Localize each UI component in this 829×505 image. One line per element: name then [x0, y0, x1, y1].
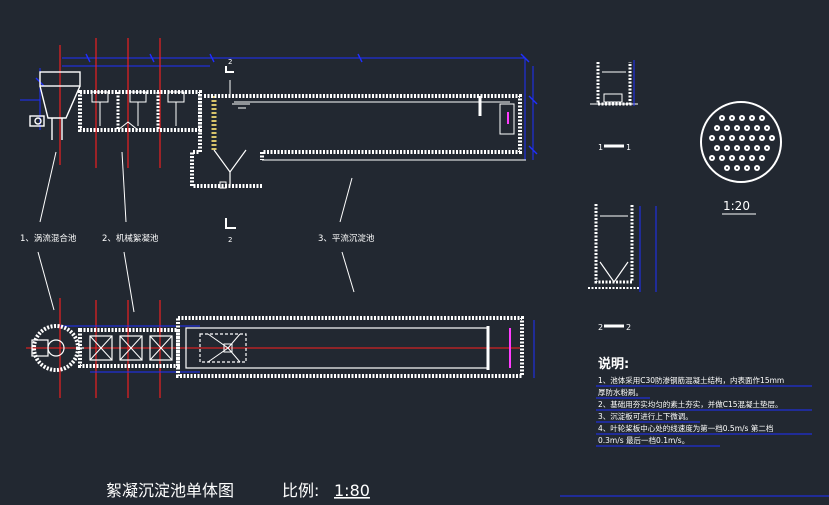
- perforated-plate-outline: [700, 101, 782, 183]
- perforation-hole-center: [731, 117, 733, 119]
- section-mark-1-left: 1: [598, 143, 603, 152]
- perforation-hole-center: [736, 127, 738, 129]
- perforation-hole-center: [741, 157, 743, 159]
- detail-section-1: [590, 60, 638, 106]
- perforation-hole-center: [741, 117, 743, 119]
- label-vortex-mixing: 1、涡流混合池: [20, 233, 77, 244]
- section-mark-2-2: 2 2: [598, 323, 631, 332]
- detail-section-2: [588, 204, 657, 292]
- detail-scale-label: 1:20: [723, 199, 750, 213]
- label-leader-lines: [37, 151, 355, 313]
- perforation-hole-center: [761, 137, 763, 139]
- plan-dimension-lines: [60, 320, 535, 378]
- perforation-hole-center: [721, 137, 723, 139]
- perforation-hole-center: [721, 117, 723, 119]
- section-cut-mark-top: 2: [228, 58, 232, 66]
- label-horizontal-settling: 3、平流沉淀池: [318, 233, 375, 244]
- perforation-hole-center: [736, 167, 738, 169]
- plan-axis-lines: [26, 298, 520, 398]
- perforation-hole-center: [771, 137, 773, 139]
- label-mech-flocculation: 2、机械絮凝池: [102, 233, 159, 244]
- perforation-hole-center: [721, 157, 723, 159]
- perforation-hole-center: [746, 167, 748, 169]
- perforation-hole-center: [711, 137, 713, 139]
- perforation-hole-center: [766, 147, 768, 149]
- perforation-hole-center: [746, 127, 748, 129]
- perforation-hole-center: [731, 137, 733, 139]
- drawing-title: 絮凝沉淀池单体图: [106, 481, 234, 500]
- section-mark-1-1: 1 1: [598, 143, 631, 152]
- perforation-hole-center: [756, 147, 758, 149]
- perforation-holes: [709, 115, 775, 171]
- notes-underlines: [596, 385, 812, 447]
- perforation-hole-center: [736, 147, 738, 149]
- perforation-hole-center: [756, 127, 758, 129]
- perforation-hole-center: [726, 167, 728, 169]
- note-line-1: 1、池体采用C30防渗钢筋混凝土结构，内表面作15mm: [598, 375, 784, 385]
- scale-label: 比例:: [282, 481, 319, 500]
- perforation-hole-center: [711, 157, 713, 159]
- perforation-hole-center: [751, 157, 753, 159]
- note-line-5: 4、叶轮桨板中心处的线速度为第一档0.5m/s 第二档: [598, 423, 773, 433]
- section-cut-marks: [225, 66, 236, 229]
- perforation-hole-center: [756, 167, 758, 169]
- perforation-hole-center: [761, 117, 763, 119]
- note-line-6: 0.3m/s 最后一档0.1m/s。: [598, 435, 689, 445]
- perforation-hole-center: [726, 127, 728, 129]
- section-dimension-lines: [20, 57, 534, 160]
- section-mark-1-right: 1: [626, 143, 631, 152]
- perforation-hole-center: [716, 127, 718, 129]
- notes-heading: 说明:: [598, 356, 629, 372]
- section-mark-2-left: 2: [598, 323, 603, 332]
- section-flocculation-tanks: [78, 90, 202, 132]
- section-vortex-tank: [29, 71, 81, 140]
- perforation-hole-center: [746, 147, 748, 149]
- section-settling-tank: [204, 94, 526, 161]
- section-mark-2-right: 2: [626, 323, 631, 332]
- perforation-hole-center: [751, 117, 753, 119]
- scale-value: 1:80: [334, 481, 370, 500]
- perforation-hole-center: [761, 157, 763, 159]
- perforation-hole-center: [751, 137, 753, 139]
- perforation-hole-center: [741, 137, 743, 139]
- section-dimension-ticks: [35, 53, 538, 155]
- section-cut-mark-bottom: 2: [228, 236, 232, 244]
- section-axis-lines: [59, 38, 161, 168]
- plan-settling-tank: [176, 316, 524, 378]
- perforation-hole-center: [726, 147, 728, 149]
- section-transition-zone: [190, 80, 262, 189]
- note-line-2: 厚防水粉刷。: [598, 387, 643, 397]
- note-line-4: 3、沉淀板可进行上下微调。: [598, 411, 693, 421]
- perforation-hole-center: [716, 147, 718, 149]
- notes-list: 1、池体采用C30防渗钢筋混凝土结构，内表面作15mm 厚防水粉刷。 2、基础用…: [598, 375, 784, 445]
- perforation-hole-center: [731, 157, 733, 159]
- perforated-plate-detail: [700, 101, 782, 183]
- perforation-hole-center: [766, 127, 768, 129]
- plan-view: [26, 298, 535, 398]
- note-line-3: 2、基础用夯实均匀的素土夯实，并做C15混凝土垫层。: [598, 399, 783, 409]
- section-view: 2 2: [20, 38, 538, 244]
